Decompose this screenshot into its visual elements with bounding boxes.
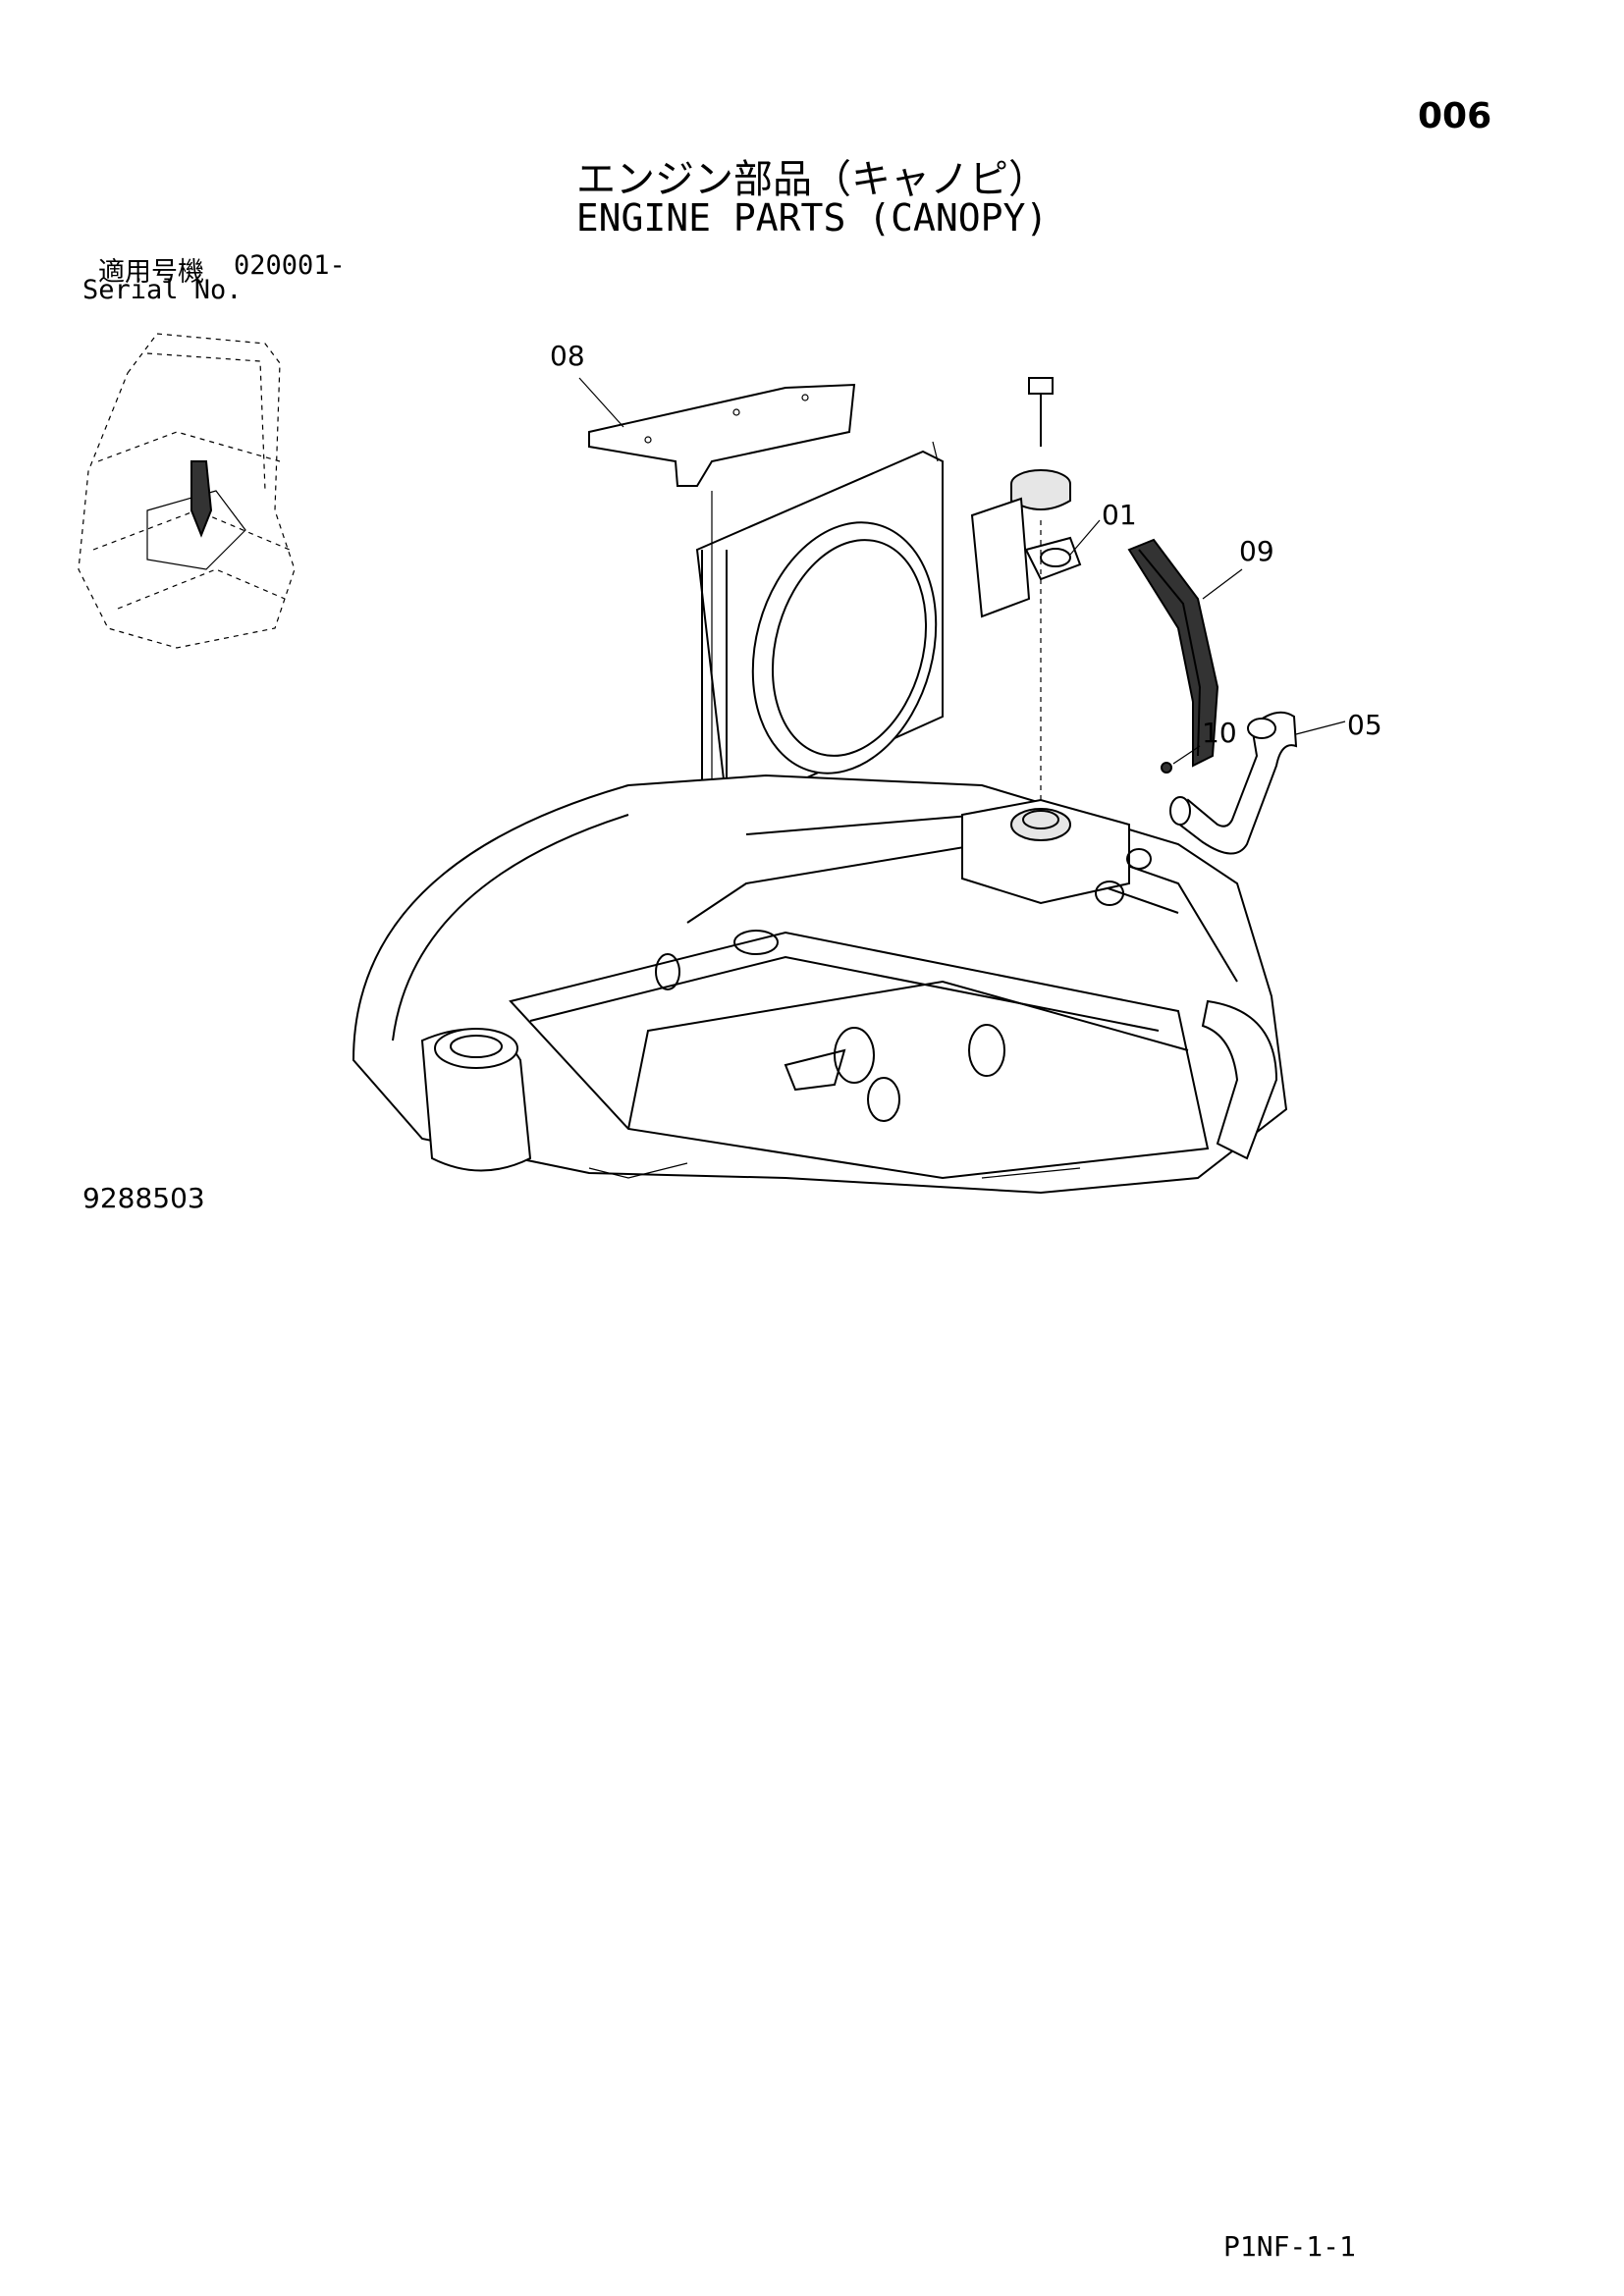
serial-label-japanese: 適用号機 [98,257,204,288]
title-japanese: エンジン部品（キャノピ） [576,157,1048,202]
part-01-engine-mount [970,377,1101,805]
page-number: 006 [1418,96,1492,136]
serial-label-english: Serial No. [82,275,243,305]
serial-value: 020001- [234,250,346,281]
drawing-number: 9288503 [82,1182,205,1214]
part-09-fan-guard [1127,538,1243,768]
radiator-fan-shroud [695,441,944,825]
part-08-cover-plate [578,377,856,487]
main-frame [352,774,1288,1195]
callout-05: 05 [1347,709,1382,741]
part-05-hose [1169,711,1346,855]
page-code: P1NF-1-1 [1223,2230,1356,2263]
title-english: ENGINE PARTS (CANOPY) [575,196,1049,240]
callout-10: 10 [1202,717,1237,749]
locator-thumbnail [78,333,296,649]
callout-01: 01 [1102,499,1137,531]
callout-09: 09 [1239,535,1274,567]
part-10-screw [1161,745,1201,774]
callout-08: 08 [550,340,585,372]
